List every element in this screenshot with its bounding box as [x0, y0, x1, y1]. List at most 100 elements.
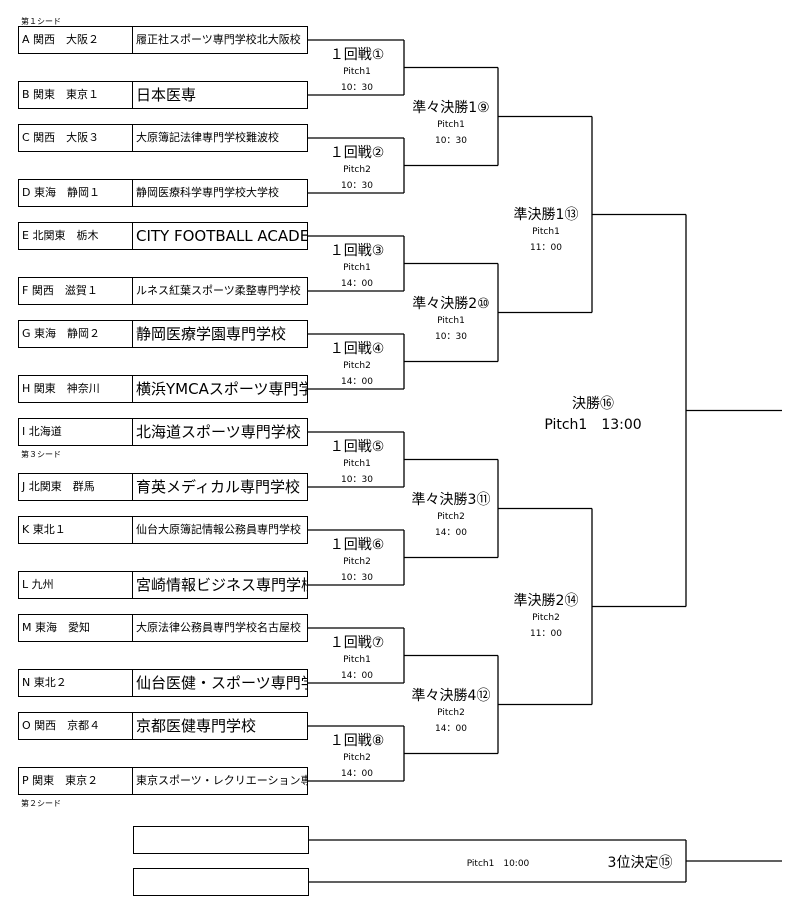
team-code: F 関西 滋賀１: [19, 278, 133, 304]
team-code: P 関東 東京２: [19, 768, 133, 794]
seed-label-first: 第１シード: [21, 17, 61, 26]
team-name: 大原簿記法律専門学校難波校: [136, 131, 279, 144]
team-row: I 北海道北海道スポーツ専門学校: [18, 418, 308, 446]
semifinal-match-pitch: Pitch1: [532, 227, 560, 237]
third-place-label: 3位決定⑮: [607, 855, 673, 871]
round1-match-pitch: Pitch2: [343, 557, 371, 567]
team-name: CITY FOOTBALL ACADEMY: [136, 227, 307, 245]
team-code: N 東北２: [19, 670, 133, 696]
round1-match-label: １回戦③: [329, 243, 385, 259]
seed-label-second: 第２シード: [21, 799, 61, 808]
round1-match-label: １回戦①: [329, 47, 385, 63]
round1-match-time: 14：00: [341, 671, 373, 681]
team-name: 静岡医療学園専門学校: [136, 325, 287, 343]
semifinal-match-label: 準決勝2⑭: [513, 593, 579, 609]
round1-match-time: 14：00: [341, 769, 373, 779]
team-row: M 東海 愛知大原法律公務員専門学校名古屋校: [18, 614, 308, 642]
team-row: H 関東 神奈川横浜YMCAスポーツ専門学校: [18, 375, 308, 403]
quarterfinal-match-label: 準々決勝4⑫: [411, 688, 491, 704]
round1-match-time: 10：30: [341, 181, 373, 191]
round1-match-pitch: Pitch1: [343, 655, 371, 665]
quarterfinal-match-pitch: Pitch1: [437, 120, 465, 130]
team-code: D 東海 静岡１: [19, 180, 133, 206]
team-name: 横浜YMCAスポーツ専門学校: [136, 380, 307, 398]
final-label: 決勝⑯: [572, 396, 614, 412]
semifinal-match-label: 準決勝1⑬: [513, 207, 579, 223]
team-name: 仙台大原簿記情報公務員専門学校: [136, 523, 301, 536]
round1-match-label: １回戦⑧: [329, 733, 385, 749]
team-code: O 関西 京都４: [19, 713, 133, 739]
round1-match-pitch: Pitch1: [343, 263, 371, 273]
team-code: M 東海 愛知: [19, 615, 133, 641]
round1-match-label: １回戦⑦: [329, 635, 385, 651]
team-code: E 北関東 栃木: [19, 223, 133, 249]
team-row: J 北関東 群馬育英メディカル専門学校: [18, 473, 308, 501]
quarterfinal-match-pitch: Pitch2: [437, 708, 465, 718]
team-name: 日本医専: [136, 86, 197, 104]
team-name: 京都医健専門学校: [136, 717, 257, 735]
team-name: 静岡医療科学専門学校大学校: [136, 186, 279, 199]
team-code: B 関東 東京１: [19, 82, 133, 108]
seed-label-third: 第３シード: [21, 450, 61, 459]
team-name: ルネス紅葉スポーツ柔整専門学校: [136, 284, 301, 297]
third-place-slot-1: [133, 826, 309, 854]
round1-match-label: １回戦②: [329, 145, 385, 161]
quarterfinal-match-time: 10：30: [435, 332, 467, 342]
quarterfinal-match-label: 準々決勝3⑪: [411, 492, 491, 508]
round1-match-label: １回戦⑥: [329, 537, 385, 553]
quarterfinal-match-pitch: Pitch1: [437, 316, 465, 326]
round1-match-time: 14：00: [341, 279, 373, 289]
team-name: 育英メディカル専門学校: [136, 478, 300, 496]
team-row: L 九州宮崎情報ビジネス専門学校: [18, 571, 308, 599]
third-place-slot-2: [133, 868, 309, 896]
quarterfinal-match-label: 準々決勝1⑨: [412, 100, 490, 116]
team-name: 北海道スポーツ専門学校: [136, 423, 301, 441]
team-code: L 九州: [19, 572, 133, 598]
round1-match-time: 14：00: [341, 377, 373, 387]
team-name: 履正社スポーツ専門学校北大阪校: [136, 33, 301, 46]
final-detail: Pitch1 13:00: [544, 417, 642, 433]
team-name: 仙台医健・スポーツ専門学校: [136, 674, 307, 692]
third-place-detail: Pitch1 10:00: [466, 859, 530, 869]
quarterfinal-match-label: 準々決勝2⑩: [412, 296, 490, 312]
team-code: J 北関東 群馬: [19, 474, 133, 500]
round1-match-pitch: Pitch2: [343, 165, 371, 175]
semifinal-match-time: 11：00: [530, 629, 562, 639]
round1-match-pitch: Pitch2: [343, 361, 371, 371]
quarterfinal-match-time: 14：00: [435, 724, 467, 734]
quarterfinal-match-pitch: Pitch2: [437, 512, 465, 522]
semifinal-match-time: 11：00: [530, 243, 562, 253]
round1-match-time: 10：30: [341, 573, 373, 583]
team-name: 大原法律公務員専門学校名古屋校: [136, 621, 301, 634]
semifinal-match-pitch: Pitch2: [532, 613, 560, 623]
round1-match-label: １回戦⑤: [329, 439, 385, 455]
quarterfinal-match-time: 10：30: [435, 136, 467, 146]
team-code: A 関西 大阪２: [19, 27, 133, 53]
team-code: G 東海 静岡２: [19, 321, 133, 347]
round1-match-time: 10：30: [341, 83, 373, 93]
team-code: I 北海道: [19, 419, 133, 445]
team-code: C 関西 大阪３: [19, 125, 133, 151]
quarterfinal-match-time: 14：00: [435, 528, 467, 538]
round1-match-pitch: Pitch2: [343, 753, 371, 763]
team-code: H 関東 神奈川: [19, 376, 133, 402]
round1-match-time: 10：30: [341, 475, 373, 485]
team-name: 東京スポーツ・レクリエーション専門学校: [136, 774, 307, 787]
round1-match-label: １回戦④: [329, 341, 385, 357]
round1-match-pitch: Pitch1: [343, 67, 371, 77]
team-name: 宮崎情報ビジネス専門学校: [136, 576, 307, 594]
team-code: K 東北１: [19, 517, 133, 543]
round1-match-pitch: Pitch1: [343, 459, 371, 469]
